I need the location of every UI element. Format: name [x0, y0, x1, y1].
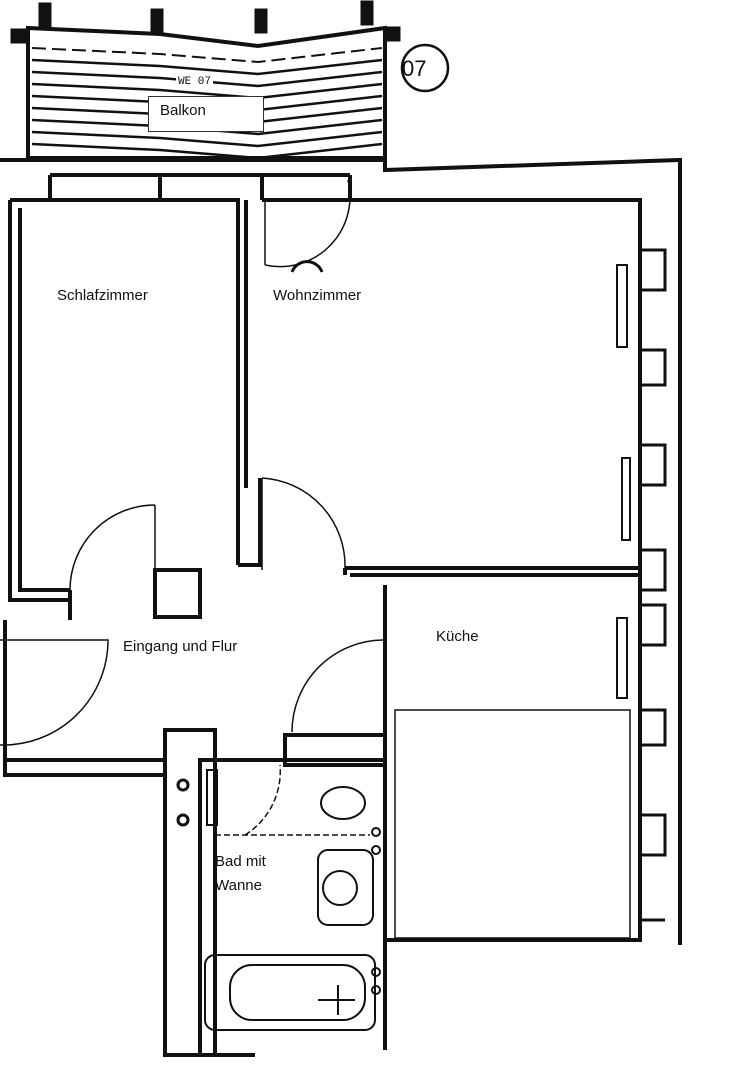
door-swings	[0, 179, 386, 836]
balcony-slat	[31, 82, 383, 100]
windows	[616, 248, 667, 922]
balcony-slat	[31, 142, 383, 160]
room-label-bad-line2: Wanne	[215, 877, 262, 894]
toilet	[320, 786, 366, 820]
room-label-bad-line1: Bad mit	[215, 853, 266, 870]
balcony-slat	[31, 58, 383, 76]
kitchen-area-box	[394, 709, 631, 939]
bathtub	[204, 954, 376, 1031]
room-label-flur: Eingang und Flur	[123, 638, 238, 655]
unit-stamp: WE 07	[176, 76, 214, 88]
unit-number-circle	[400, 43, 450, 93]
balcony-slat	[31, 47, 383, 64]
sink	[317, 849, 374, 926]
room-label-schlafzimmer: Schlafzimmer	[57, 287, 148, 304]
balkon-label-box	[148, 96, 264, 132]
room-label-wohnzimmer: Wohnzimmer	[273, 287, 362, 304]
bathroom-fixtures	[176, 769, 381, 1031]
room-label-balkon: Balkon	[160, 102, 206, 119]
unit-number: 07	[402, 56, 427, 81]
room-label-kueche: Küche	[436, 628, 479, 645]
balcony-slat	[31, 130, 383, 148]
exterior-walls	[0, 157, 682, 1057]
